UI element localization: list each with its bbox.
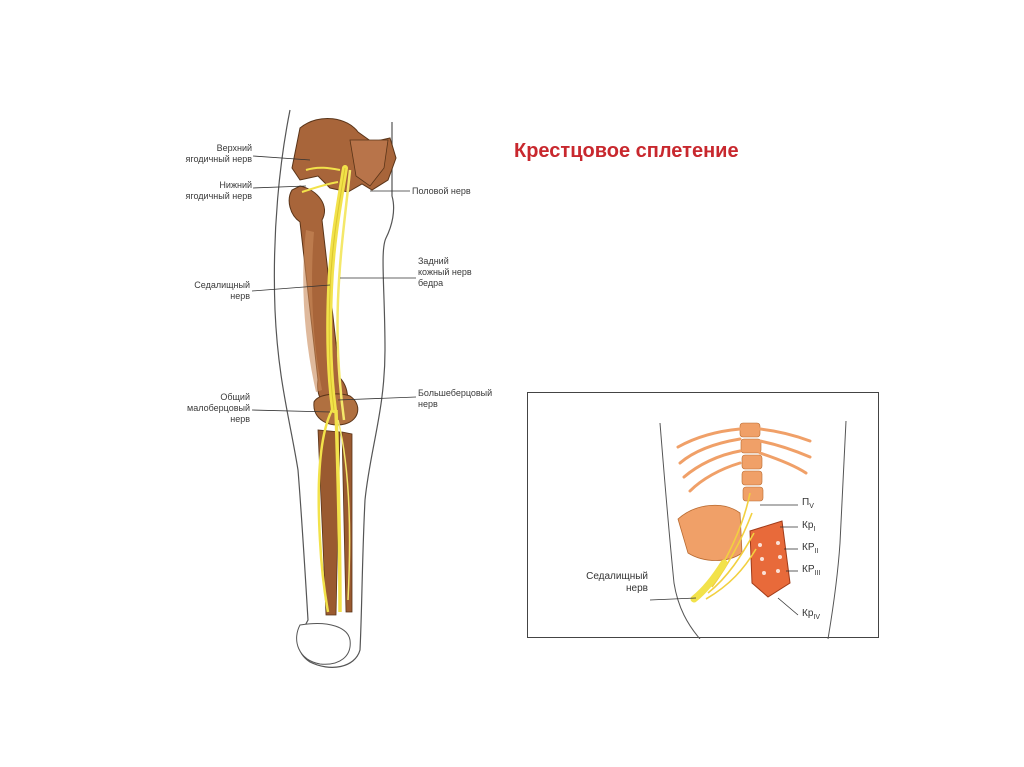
label-posterior-cutaneous-line3: бедра [418,278,472,289]
inset-label-s2-base: КР [802,542,815,553]
label-superior-gluteal: Верхний ягодичный нерв [170,143,252,165]
inset-spine [740,423,763,501]
inset-label-s2-sub: II [815,548,819,555]
label-posterior-cutaneous-line1: Задний [418,256,472,267]
inset-label-s3: КРIII [802,564,820,580]
label-common-peroneal-line2: малоберцовый [160,403,250,414]
inset-label-s4-base: Кр [802,608,813,619]
label-sciatic: Седалищный нерв [170,280,250,302]
label-posterior-cutaneous: Задний кожный нерв бедра [418,256,472,289]
inset-illustration [528,393,880,639]
label-common-peroneal-line3: нерв [160,414,250,425]
label-posterior-cutaneous-line2: кожный нерв [418,267,472,278]
label-tibial: Большеберцовый нерв [418,388,492,410]
label-sciatic-line2: нерв [170,291,250,302]
label-common-peroneal: Общий малоберцовый нерв [160,392,250,425]
inset-label-lv-sub: V [809,503,814,510]
sacral-plexus-inset: Седалищный нерв ПV КрI КРII КРIII КрIV [527,392,879,638]
inset-label-sciatic: Седалищный нерв [544,571,648,595]
label-common-peroneal-line1: Общий [160,392,250,403]
inset-label-s3-sub: III [815,570,821,577]
inset-label-s1: КрI [802,520,815,536]
inset-label-sciatic-line2: нерв [544,583,648,595]
inset-label-s3-base: КР [802,564,815,575]
inset-label-s1-base: Кр [802,520,813,531]
label-inferior-gluteal: Нижний ягодичный нерв [160,180,252,202]
label-sciatic-line1: Седалищный [170,280,250,291]
label-inferior-gluteal-line1: Нижний [160,180,252,191]
inset-ilium [678,505,742,560]
inset-label-sciatic-line1: Седалищный [544,571,648,583]
label-superior-gluteal-line2: ягодичный нерв [170,154,252,165]
label-superior-gluteal-line1: Верхний [170,143,252,154]
inset-label-s1-sub: I [813,526,815,533]
label-tibial-line2: нерв [418,399,492,410]
label-pudendal: Половой нерв [412,186,471,197]
inset-label-lv: ПV [802,497,814,513]
inset-label-s4: КрIV [802,608,820,624]
label-inferior-gluteal-line2: ягодичный нерв [160,191,252,202]
inset-body-outline-right [828,421,846,639]
inset-sciatic-nerve [694,563,724,599]
fibula-bone [342,432,352,612]
slide-title: Крестцовое сплетение [514,140,739,163]
label-tibial-line1: Большеберцовый [418,388,492,399]
inset-label-s2: КРII [802,542,818,558]
inset-sacrum [750,521,790,597]
inset-label-s4-sub: IV [813,614,820,621]
